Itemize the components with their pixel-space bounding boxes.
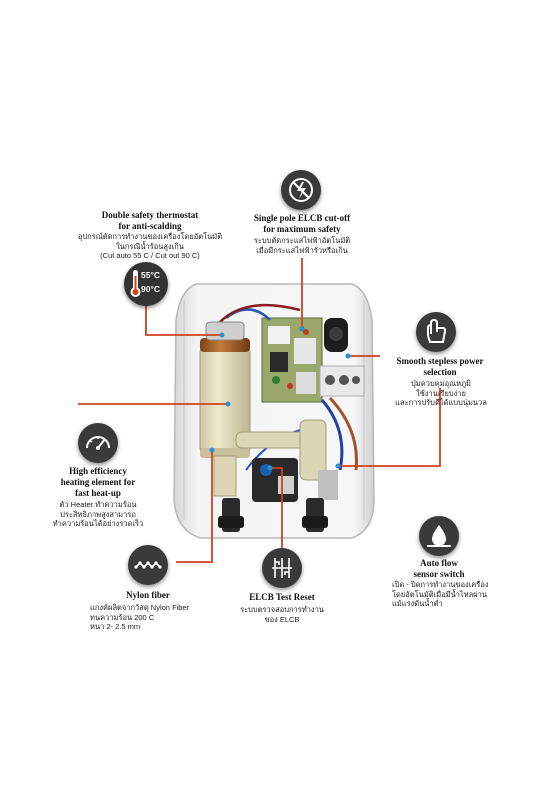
temp-low-label: 55°C	[141, 270, 160, 280]
heating-title: High efficiency heating element for fast…	[60, 466, 136, 498]
fiber-icon	[128, 545, 168, 585]
power-title: Smooth stepless power selection	[396, 356, 484, 377]
test-reset-description: ระบบตรวจสอบการทำงาน ของ ELCB	[240, 605, 324, 624]
callout-dots	[209, 326, 351, 471]
circuit-icon	[262, 548, 302, 588]
temp-high-label: 90°C	[141, 284, 160, 294]
no-shock-icon	[281, 170, 321, 210]
heating-description: ตัว Heater ทำความร้อน ประสิทธิภาพสูงสามา…	[52, 500, 144, 528]
test-reset-title: ELCB Test Reset	[249, 592, 315, 602]
knob-hand-icon	[416, 312, 456, 352]
flow-callout-line	[338, 388, 441, 467]
elcb-title: Single pole ELCB cut-off for maximum saf…	[253, 213, 351, 234]
elcb-description: ระบบตัดกระแสไฟฟ้าอัตโนมัติ เมื่อมีกระแสไ…	[253, 236, 351, 255]
gauge-icon	[78, 423, 118, 463]
water-drop-icon	[419, 516, 459, 556]
callout-lines	[78, 258, 441, 563]
nylon-title: Nylon fiber	[126, 590, 170, 600]
thermostat-description: อุปกรณ์ตัดการทำงานของเครื่องโดยอัตโนมัติ…	[77, 232, 223, 260]
power-description: ปุ่มควบคุมอุณหภูมิ ใช้งานเรียบง่าย และกา…	[395, 379, 487, 407]
thermostat-title: Double safety thermostat for anti-scaldi…	[101, 210, 199, 231]
nylon-callout-line	[176, 450, 213, 563]
thermostat-callout-line	[145, 305, 222, 336]
thermometer-icon: 55°C 90°C	[124, 262, 168, 306]
nylon-description: แกงค์ผลิตจากวัสดุ Nylon Fiber ทนความร้อน…	[90, 603, 190, 631]
test-reset-callout-line	[270, 467, 283, 548]
flow-title: Auto flow sensor switch	[413, 558, 465, 579]
flow-description: เปิด - ปิดการทำงานของเครื่อง โดยอัตโนมัต…	[392, 580, 489, 608]
